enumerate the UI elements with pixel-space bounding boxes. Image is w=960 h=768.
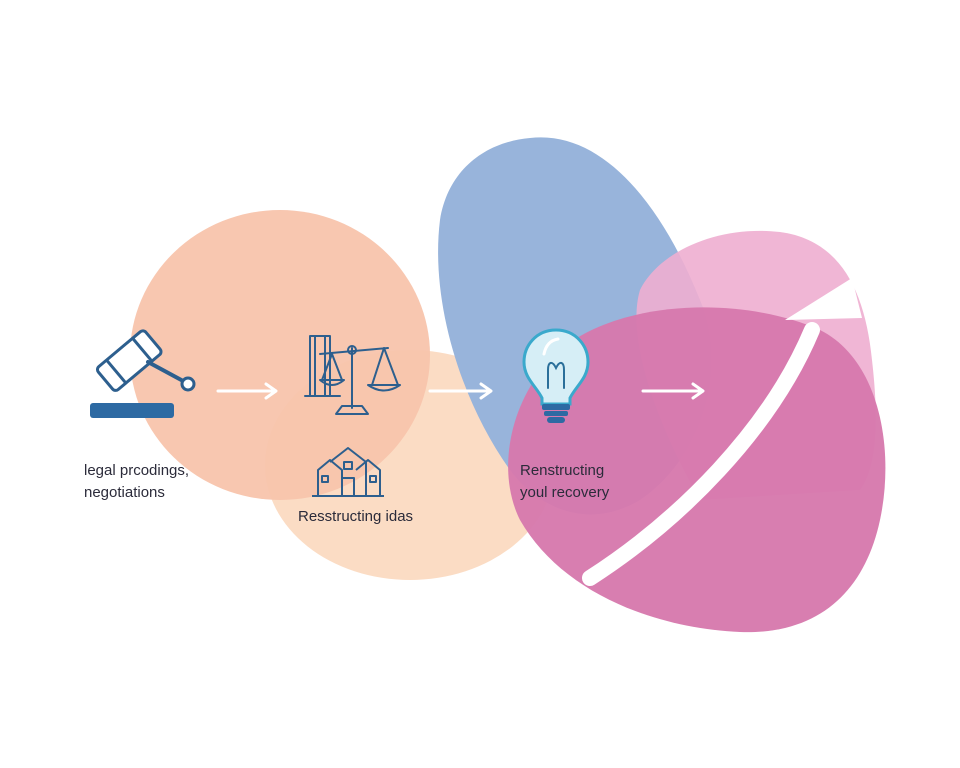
growth-arrowhead — [785, 278, 862, 320]
stage-label-legal-line-2: negotiations — [84, 484, 165, 501]
lightbulb-icon — [522, 328, 590, 423]
peach-blob — [130, 210, 430, 500]
pink-blob — [508, 307, 886, 633]
scales-of-justice-icon — [304, 335, 401, 415]
building-icon — [312, 447, 384, 497]
growth-arrow — [582, 322, 820, 586]
stage-label-recovery: Renstructing youl recovery — [520, 460, 609, 504]
stage-label-restructuring-ideas: Resstructing idas — [298, 506, 413, 528]
step-arrow-1 — [216, 382, 278, 400]
step-arrow-3 — [641, 382, 705, 400]
stage-label-legal: legal prcodings, negotiations — [84, 460, 189, 504]
step-arrow-2 — [428, 382, 493, 400]
gavel-icon — [90, 329, 196, 418]
stage-label-restructuring-ideas-line-1: Resstructing idas — [298, 508, 414, 525]
stage-label-legal-line-1: legal prcodings, — [84, 462, 190, 479]
stage-label-recovery-line-2: youl recovery — [520, 484, 610, 501]
stage-label-recovery-line-1: Renstructing — [520, 462, 605, 479]
